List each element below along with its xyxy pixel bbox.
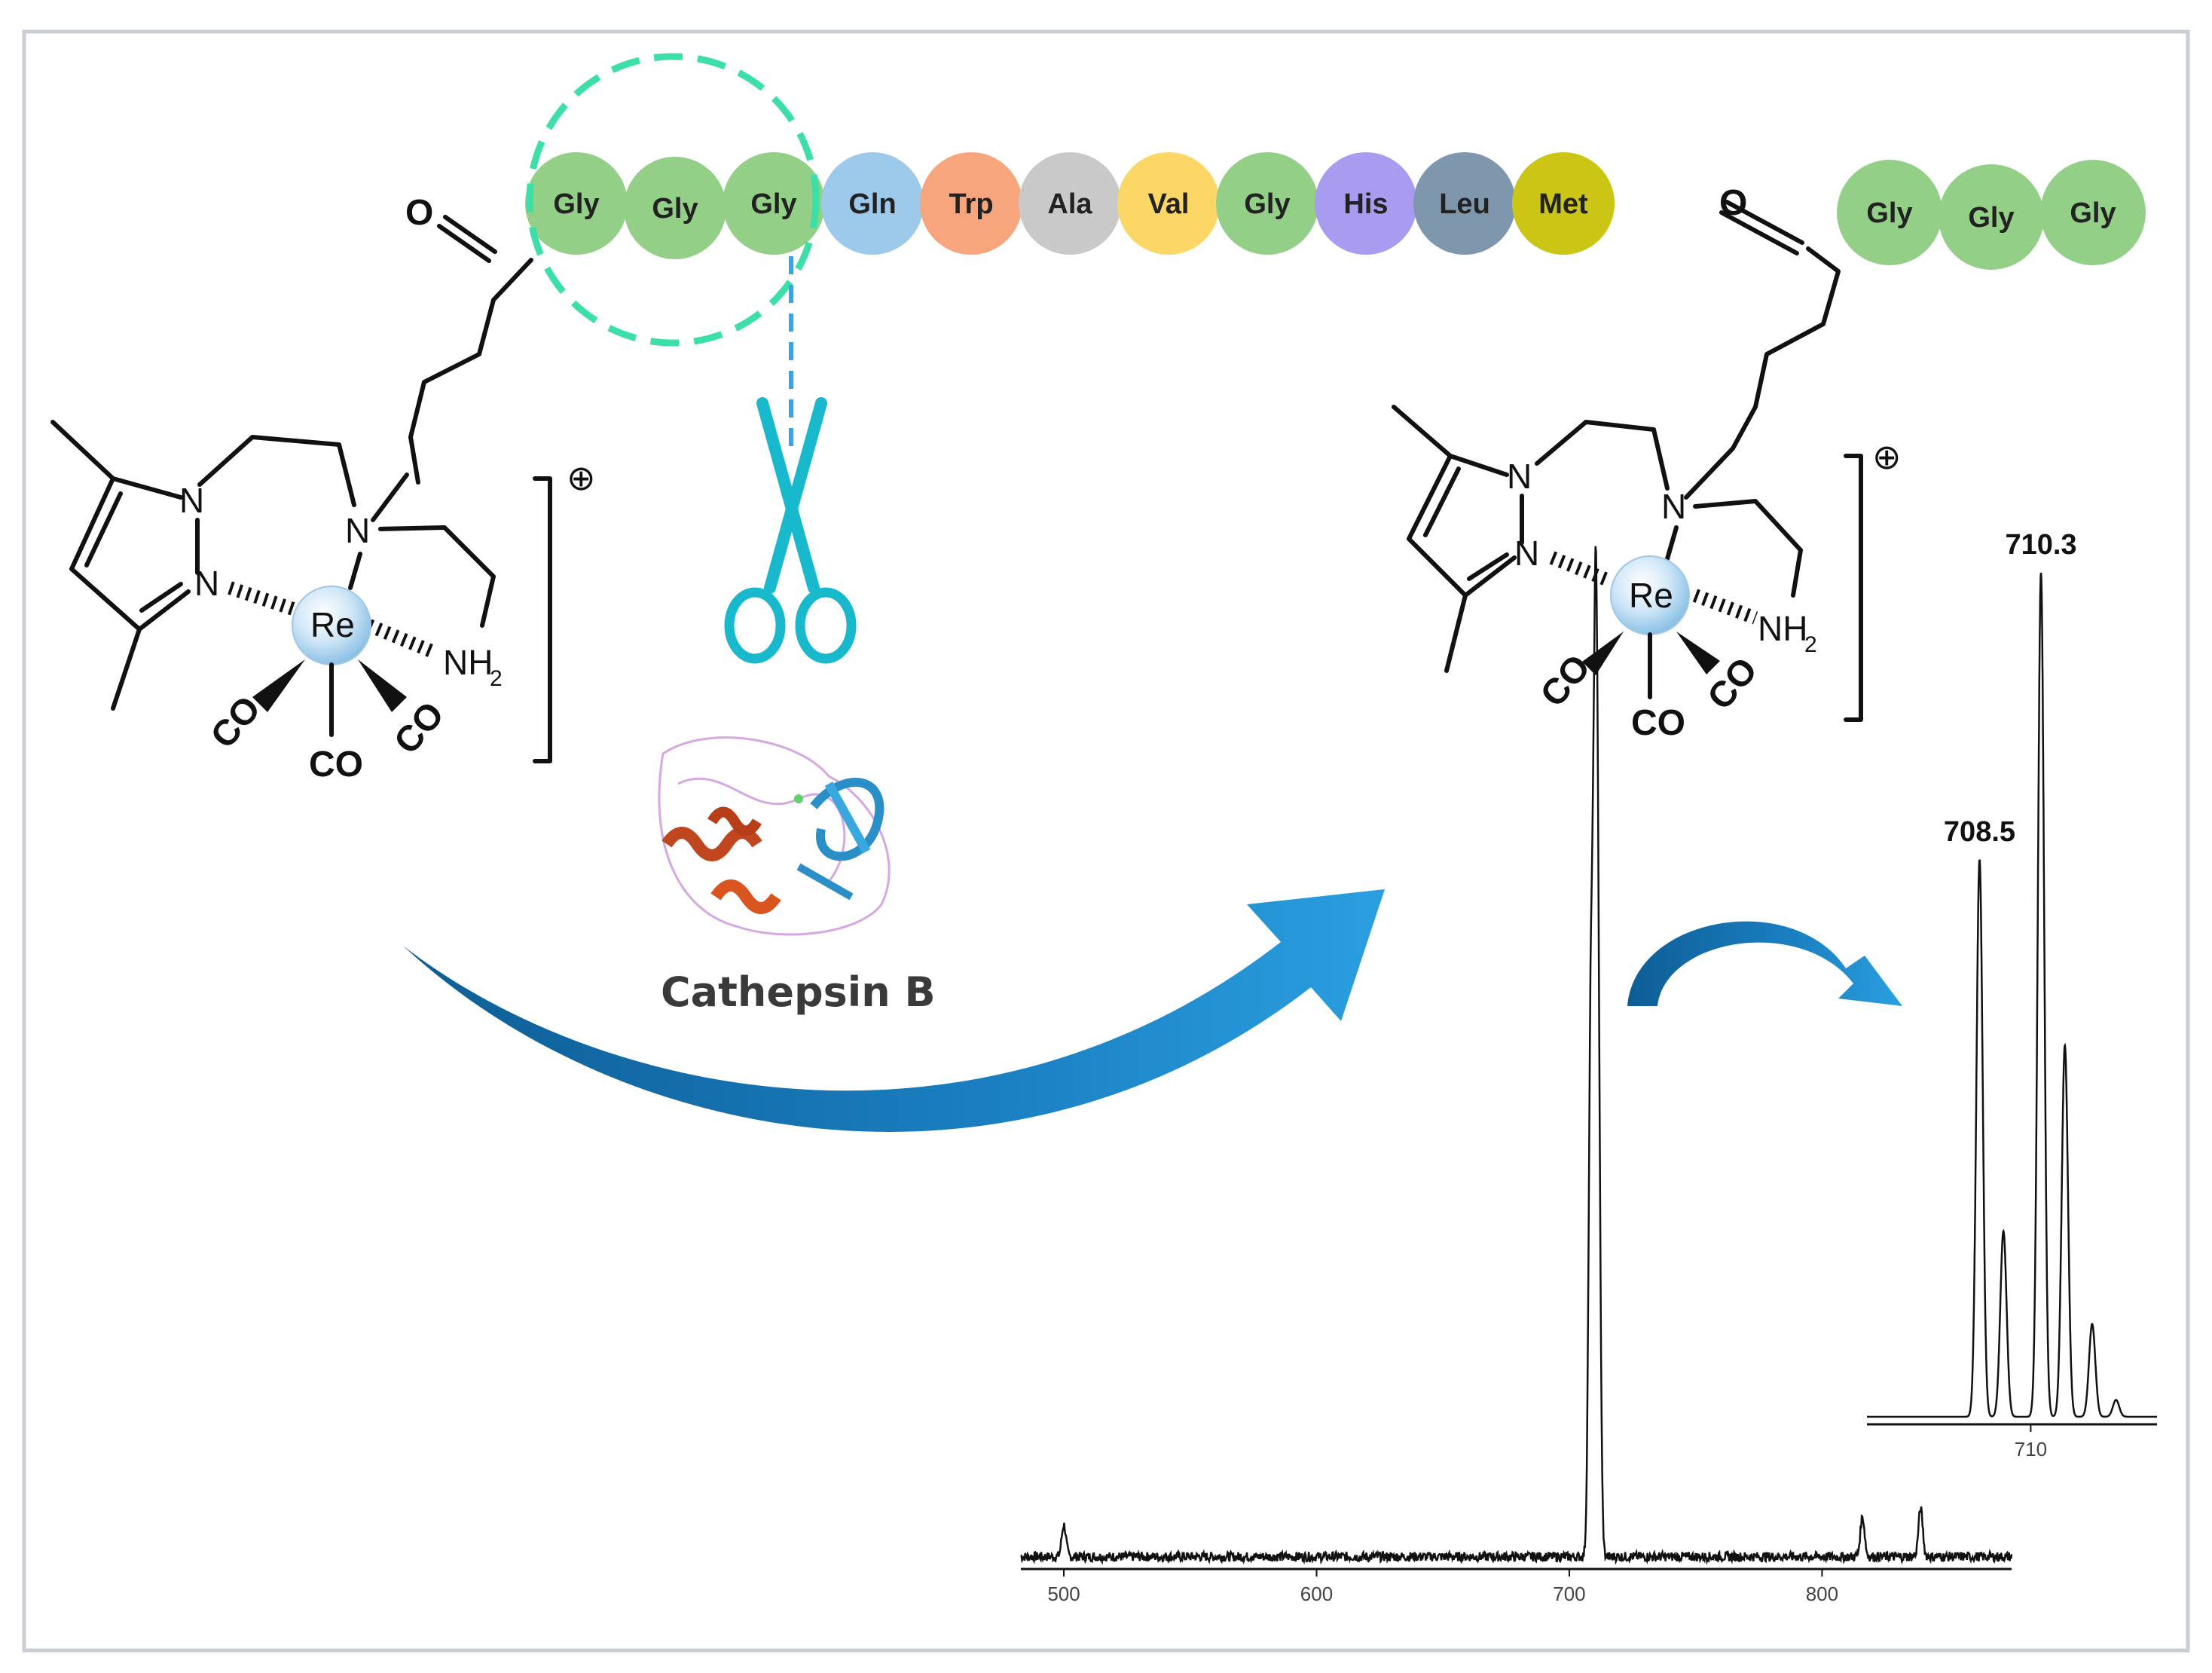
amine-subscript-right: 2	[1804, 632, 1817, 657]
amine-nitrogen: N	[345, 511, 370, 550]
left-bead-label: Gly	[553, 188, 599, 220]
main-tick-label: 800	[1806, 1583, 1838, 1605]
left-bead-met: Met	[1512, 152, 1615, 255]
right-peptide-chain: Gly Gly Gly	[1837, 160, 2146, 270]
left-bead-leu: Leu	[1413, 152, 1516, 255]
left-bead-gly: Gly	[525, 152, 628, 255]
inset-peak-label: 710.3	[2005, 529, 2076, 561]
amine-nitrogen-right: N	[1661, 487, 1686, 526]
left-bead-label: Gln	[848, 188, 896, 220]
right-bead-gly: Gly	[1939, 164, 2044, 270]
right-bead-gly: Gly	[2040, 160, 2146, 265]
positive-charge: ⊕	[567, 458, 596, 497]
enzyme-label: Cathepsin B	[661, 968, 936, 1016]
left-bead-gln: Gln	[821, 152, 924, 255]
inset-tick-label: 710	[2015, 1438, 2047, 1460]
left-bead-trp: Trp	[920, 152, 1022, 255]
left-bead-label: Gly	[750, 188, 796, 220]
left-bead-his: His	[1315, 152, 1417, 255]
main-tick-label: 500	[1047, 1583, 1080, 1605]
main-tick-label: 700	[1553, 1583, 1585, 1605]
left-bead-val: Val	[1117, 152, 1220, 255]
carbonyl-oxygen-right: O	[1719, 183, 1747, 223]
positive-charge-right: ⊕	[1872, 437, 1902, 476]
amine-group-right: NH	[1758, 609, 1807, 648]
main-trace	[1020, 546, 2013, 1565]
amine-subscript: 2	[490, 666, 503, 691]
amine-group: NH	[443, 643, 493, 682]
left-bead-ala: Ala	[1019, 152, 1121, 255]
inset-trace	[1867, 572, 2157, 1418]
left-bead-label: Gly	[1244, 188, 1290, 220]
scissors-icon	[724, 397, 857, 664]
right-bead-label: Gly	[1968, 202, 2014, 234]
left-bead-label: Gly	[652, 193, 698, 225]
pyrazole-n2-right: N	[1514, 534, 1539, 573]
carbonyl-co-2: CO	[309, 745, 363, 785]
zoom-arrow	[1627, 921, 1902, 1006]
rhenium-atom-right: Re	[1629, 576, 1673, 615]
cathepsin-b-protein-image	[658, 736, 891, 936]
right-bead-label: Gly	[2070, 197, 2116, 229]
pyrazole-n1-right: N	[1507, 457, 1532, 496]
left-peptide-chain: Gly Gly Gly Gln Trp Ala Val Gly His Leu Met	[525, 152, 1615, 259]
mass-spectrum-main: 500 600 700 800	[1020, 546, 2013, 1605]
right-bead-gly: Gly	[1837, 160, 1942, 265]
right-bead-label: Gly	[1866, 197, 1912, 229]
reaction-arrow	[403, 889, 1385, 1132]
left-bead-label: Val	[1148, 188, 1190, 220]
cleavage-site-circle	[526, 53, 820, 347]
main-tick-label: 600	[1300, 1583, 1333, 1605]
carbonyl-co-2-right: CO	[1631, 703, 1685, 743]
left-bead-label: Leu	[1439, 188, 1490, 220]
figure-frame	[22, 29, 2190, 1653]
left-re-complex: O N N N Re NH 2 CO CO CO ⊕	[50, 193, 596, 785]
left-bead-label: Ala	[1047, 188, 1092, 220]
left-bead-gly: Gly	[723, 152, 825, 255]
pyrazole-n1: N	[179, 481, 204, 520]
left-bead-gly: Gly	[624, 157, 726, 259]
left-bead-gly: Gly	[1216, 152, 1318, 255]
left-bead-label: Trp	[949, 188, 993, 220]
rhenium-atom: Re	[310, 605, 355, 644]
mass-spectrum-inset: 710 708.5 710.3	[1867, 529, 2157, 1460]
carbonyl-oxygen: O	[405, 193, 433, 233]
left-bead-label: His	[1343, 188, 1388, 220]
left-bead-label: Met	[1538, 188, 1588, 220]
inset-peak-label: 708.5	[1944, 816, 2015, 848]
right-re-complex: O N N N Re NH 2 CO CO CO ⊕	[1392, 183, 1902, 743]
